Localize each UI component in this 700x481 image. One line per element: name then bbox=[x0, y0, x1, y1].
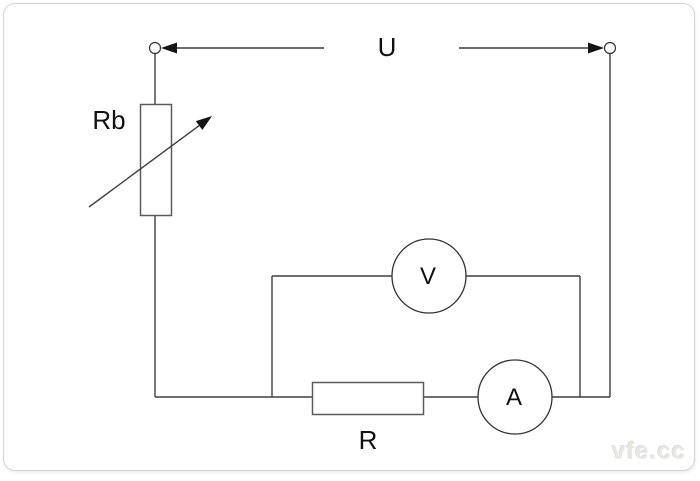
voltage-arrow-left-head bbox=[161, 42, 177, 54]
voltmeter-body bbox=[391, 238, 467, 314]
resistor-body bbox=[311, 381, 425, 416]
rheostat-arrow-line bbox=[88, 124, 201, 208]
rheostat-label: Rb bbox=[92, 105, 126, 135]
voltage-arrow-right-head bbox=[588, 42, 604, 54]
ammeter-label: A bbox=[505, 384, 523, 411]
circuit-canvas bbox=[88, 41, 617, 435]
voltage-label: U bbox=[377, 32, 397, 62]
voltage-arrows bbox=[161, 42, 604, 54]
diagram-card: U Rb V A R vfe.cc bbox=[3, 3, 695, 471]
voltmeter-label: V bbox=[419, 263, 437, 290]
rheostat-arrow-head bbox=[195, 116, 212, 130]
rheostat-body bbox=[139, 103, 173, 217]
terminal-right bbox=[603, 41, 617, 55]
wire-group bbox=[154, 53, 611, 398]
ammeter-body bbox=[477, 359, 553, 435]
watermark-text: vfe.cc bbox=[611, 438, 687, 465]
terminal-left bbox=[148, 41, 162, 55]
resistor-label: R bbox=[358, 425, 378, 455]
